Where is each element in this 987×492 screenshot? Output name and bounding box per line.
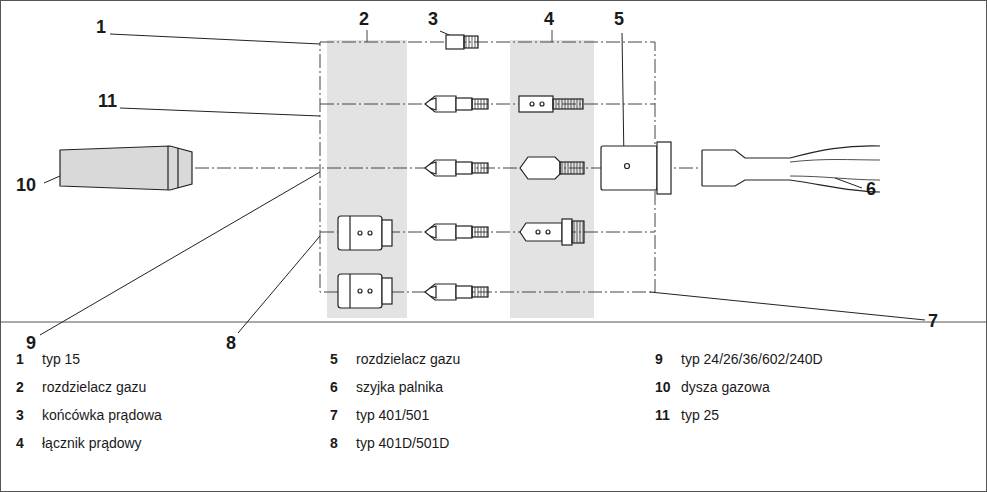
callout-number: 4 <box>544 10 554 30</box>
legend-number: 10 <box>655 380 671 395</box>
legend-text: łącznik prądowy <box>42 436 142 451</box>
callout-number: 6 <box>866 180 876 200</box>
callout-number: 2 <box>359 10 369 30</box>
legend-text: szyjka palnika <box>356 380 443 395</box>
callout-number: 11 <box>98 92 117 112</box>
legend-text: typ 401D/501D <box>356 436 449 451</box>
callout-number: 5 <box>614 10 624 30</box>
legend-text: rozdzielacz gazu <box>42 380 146 395</box>
legend-number: 5 <box>330 352 338 367</box>
legend-text: typ 24/26/36/602/240D <box>681 352 823 367</box>
legend-text: typ 401/501 <box>356 408 429 423</box>
callout-number: 1 <box>96 18 106 38</box>
legend-number: 3 <box>16 408 24 423</box>
callout-number: 8 <box>226 334 236 354</box>
legend-number: 4 <box>16 436 24 451</box>
legend-number: 8 <box>330 436 338 451</box>
legend-number: 9 <box>655 352 663 367</box>
legend-text: dysza gazowa <box>681 380 770 395</box>
callout-number: 10 <box>16 176 36 196</box>
legend-number: 11 <box>655 408 670 423</box>
legend-text: rozdzielacz gazu <box>356 352 460 367</box>
legend-number: 7 <box>330 408 338 423</box>
legend-number: 1 <box>16 352 24 367</box>
legend-number: 2 <box>16 380 24 395</box>
legend-number: 6 <box>330 380 338 395</box>
legend-text: typ 15 <box>42 352 80 367</box>
legend-text: końcówka prądowa <box>42 408 162 423</box>
callout-number: 9 <box>26 334 36 354</box>
callout-number: 7 <box>928 312 938 332</box>
callout-number: 3 <box>428 10 438 30</box>
legend-text: typ 25 <box>681 408 719 423</box>
